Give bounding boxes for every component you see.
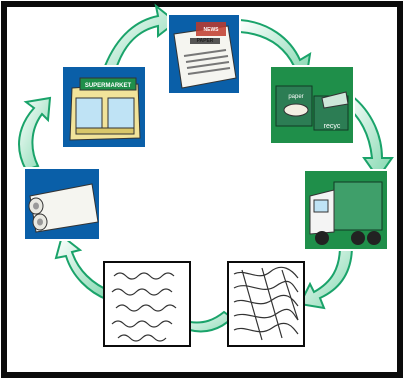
stage-pulp	[228, 262, 304, 346]
stage-truck	[304, 170, 388, 250]
stage-paper-roll	[24, 168, 100, 240]
stage-recycle-bins: paper recyc	[270, 66, 354, 144]
bin-label-recyc: recyc	[324, 123, 341, 130]
bin-label-paper: paper	[288, 94, 303, 100]
stage-store: SUPERMARKET	[62, 66, 146, 148]
stage-newspaper: NEWS PAPER	[168, 14, 240, 94]
newspaper-label-1: NEWS	[204, 27, 220, 33]
stage-shredded-paper	[104, 262, 190, 346]
store-sign-text: SUPERMARKET	[85, 83, 132, 89]
newspaper-label-2: PAPER	[197, 38, 214, 44]
